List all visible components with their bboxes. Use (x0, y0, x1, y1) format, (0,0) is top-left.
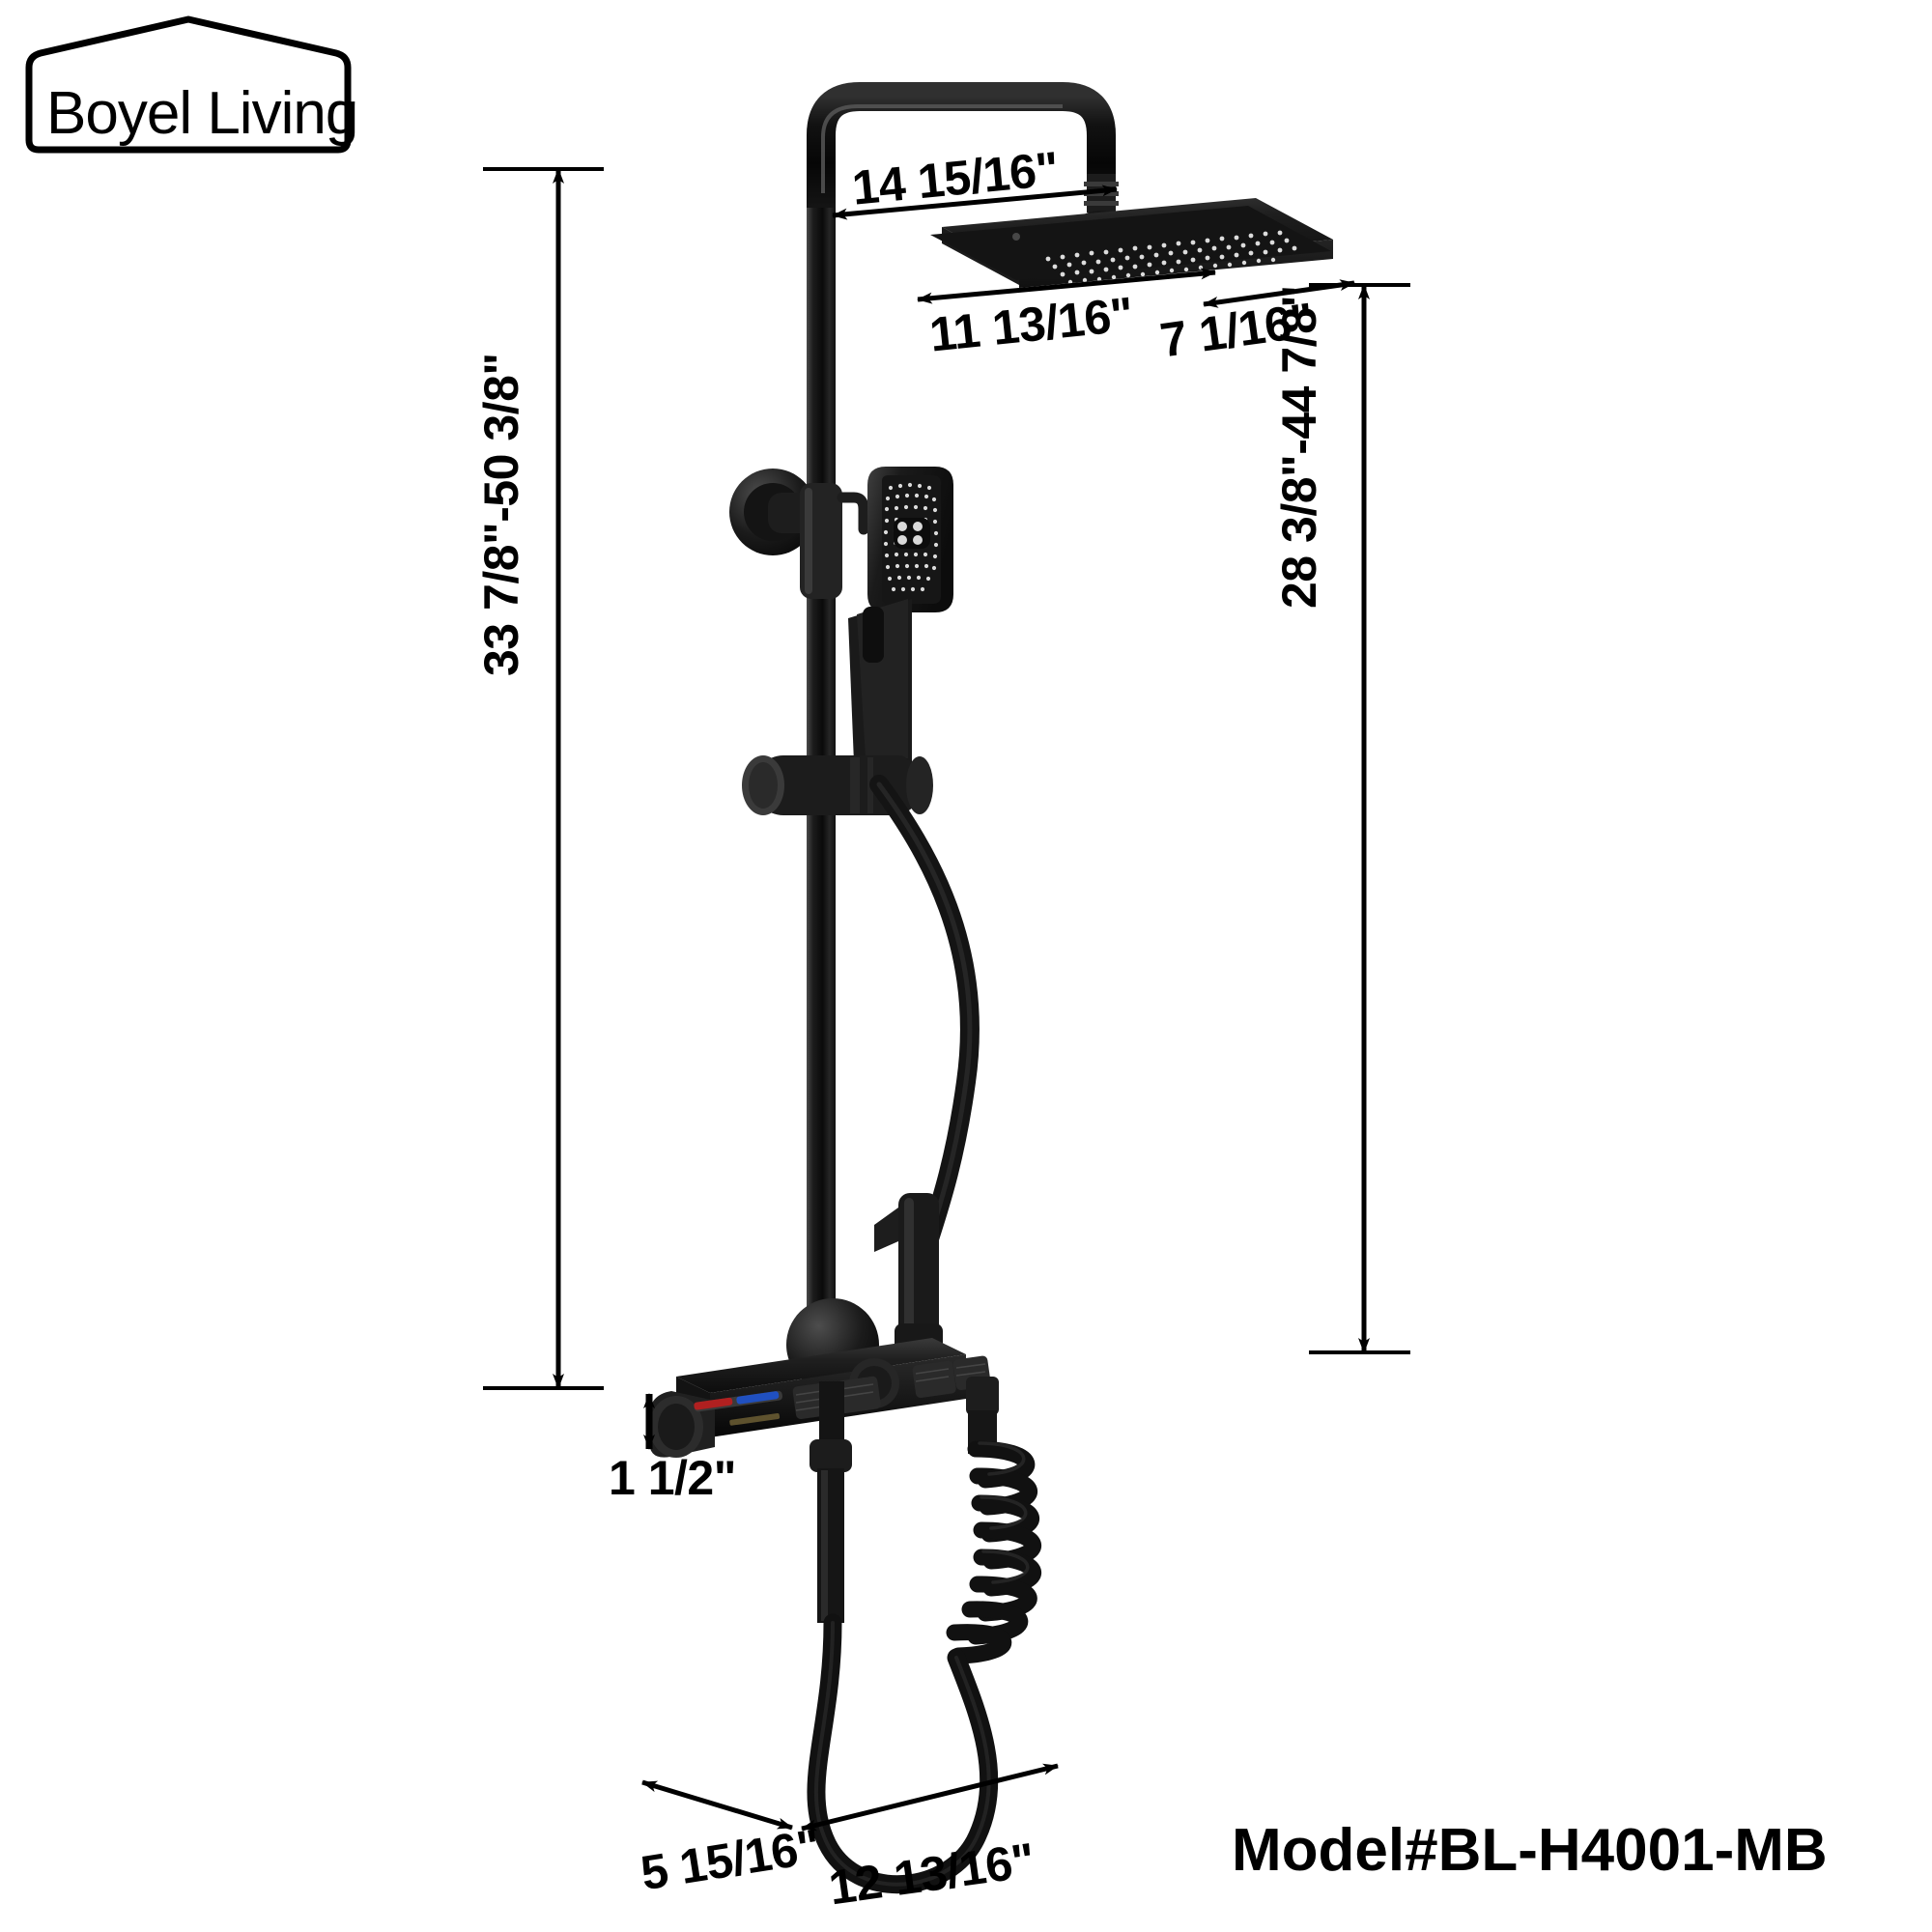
dimline-base-width (801, 1763, 1059, 1832)
brand-logo (25, 15, 352, 154)
dimension-label-shelf-thickness: 1 1/2" (609, 1451, 736, 1505)
dimension-label-overall-height: 33 7/8"-50 3/8" (474, 353, 528, 676)
dimension-label-head-height: 28 3/8"-44 7/8" (1272, 285, 1326, 609)
model-number-label: Model#BL-H4001-MB (1232, 1817, 1828, 1884)
dimension-lines (483, 167, 1410, 1832)
dimline-head-width (917, 268, 1216, 304)
shower-system-illustration (649, 82, 1333, 1894)
brand-name: Boyel Living (46, 80, 358, 147)
coiled-hose (946, 1440, 1041, 1664)
tub-spout (874, 1193, 943, 1358)
dimline-base-depth (641, 1779, 793, 1831)
rain-shower-head (930, 198, 1333, 288)
dimline-arm-reach (832, 185, 1118, 220)
